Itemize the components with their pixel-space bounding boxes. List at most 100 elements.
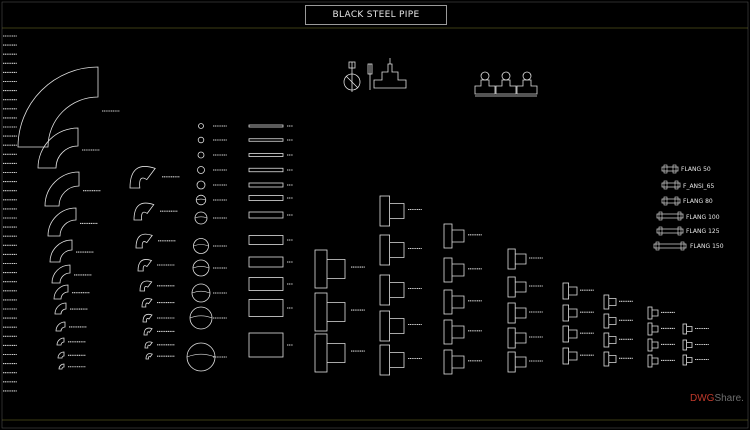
tee-body [603,294,610,310]
tee-body [443,257,453,283]
elbow-90-shape [44,171,80,207]
tee-body [682,323,687,335]
tee-branch [652,309,659,317]
tee-body [507,327,516,349]
tee-body [562,347,569,365]
tee-branch [652,357,659,365]
flange-bolt [655,241,660,251]
gate-valve-symbol [343,58,407,92]
tee-body [682,354,687,366]
tee-column-8 [682,323,709,366]
tee-body [443,223,453,249]
tee-branch [452,325,465,339]
tee-branch [515,281,527,293]
tee-body [562,325,569,343]
tee-anchor [315,246,326,250]
tee-branch [389,352,405,368]
tee-body [682,339,687,351]
pipe-section-circle [197,166,205,174]
tee-column-4 [507,248,543,373]
tee-branch [652,325,659,333]
elbow-45-shape [142,313,153,323]
straight-pipe-segment [248,138,284,142]
pipe-section-circle [195,194,207,206]
flange-bolt [663,196,668,206]
flange-body [661,166,679,172]
tee-anchor [380,193,388,196]
flange-bolt [677,211,682,221]
flange-bolt [663,180,668,190]
tee-body [379,344,391,376]
elbow-45-shape [139,280,153,292]
elbow-90-shape [58,363,65,370]
elbow-45-shape [133,202,155,221]
elbow-45-shape [135,233,153,249]
flange-body [661,198,681,204]
tee-anchor [380,272,388,275]
tee-body [314,249,328,289]
elbow-45-shape [144,341,153,349]
tee-branch [389,203,405,219]
tee-anchor [380,342,388,345]
straight-pipe-segment [248,211,284,219]
tee-column-3 [443,223,482,375]
tee-branch [652,341,659,349]
tee-anchor [380,308,388,311]
watermark-part-b: Share. [714,393,744,404]
tee-branch [568,329,578,339]
tee-branch [608,355,617,363]
straight-pipe-segment [248,332,284,358]
tee-branch [389,318,405,334]
pipe-section-circle [192,259,210,277]
tee-branch [327,259,346,279]
flange-body [661,182,681,188]
watermark-part-a: DWG [690,393,715,404]
tee-column-1 [314,246,365,373]
tee-body [443,319,453,345]
tee-branch [568,308,578,318]
tee-body [647,306,653,320]
elbow-90-large-column [17,66,120,370]
tee-body [647,338,653,352]
flange-label-150: FLANG 150 [690,243,724,250]
tee-body [507,248,516,270]
straight-pipe-segment [248,124,284,128]
check-valve-symbols [474,71,538,97]
flange-body [656,228,684,234]
flange-label-100: FLANG 100 [686,214,720,221]
tee-branch [327,343,346,363]
elbow-90-shape [37,127,79,169]
straight-pipe-segment [248,277,284,291]
tee-branch [515,253,527,265]
tee-body [647,354,653,368]
tee-anchor [380,232,388,235]
elbow-45-column [129,166,180,360]
elbow-90-shape [55,321,66,332]
pipe-section-circle [194,211,208,225]
section-hatch [193,244,209,247]
tee-body [379,274,391,306]
tee-branch [568,286,578,296]
flange-label-125: FLANG 125 [686,228,720,235]
flange-bolt [680,241,685,251]
tee-branch [389,242,405,258]
elbow-45-shape [141,298,153,308]
pipe-section-circle [197,136,205,144]
tee-branch [452,263,465,277]
elbow-90-shape [53,284,69,300]
straight-pipe-segment [248,182,284,188]
tee-body [314,333,328,373]
flange-bolt [658,211,663,221]
pipe-section-circle [197,151,205,159]
flange-body [656,213,684,219]
pipe-section-circle [193,238,209,254]
tee-branch [389,282,405,298]
tee-branch [515,356,527,368]
section-hatch [192,266,210,269]
flange-symbols [653,164,687,251]
straight-pipe-segment [248,195,284,201]
straight-pipe-segment [248,299,284,317]
section-hatch [189,315,213,319]
tee-branch [452,355,465,369]
